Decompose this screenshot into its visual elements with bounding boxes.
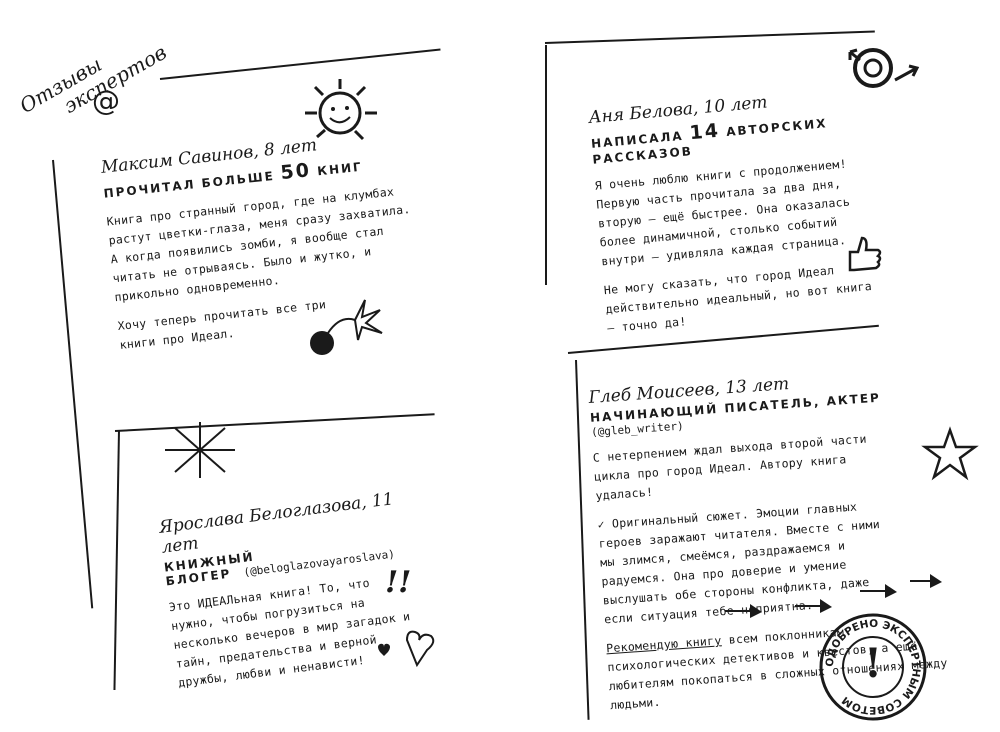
bomb-icon <box>310 299 383 355</box>
at-icon: @ <box>92 84 120 117</box>
frame-line <box>544 30 875 44</box>
stamp-center: ! <box>864 640 882 687</box>
frame-line <box>545 45 547 285</box>
stamp-circle-icon: ОДОБРЕНО ЭКСПЕРТНЫМ СОВЕТОМ <box>819 613 927 721</box>
underlined-text: Рекомендую книгу <box>605 633 722 656</box>
arrows-decoration-icon <box>725 574 942 618</box>
section-heading: Отзывы экспертов <box>16 22 171 136</box>
exclamation-mark: !! <box>385 565 412 600</box>
review-text: Я очень люблю книги с продолжением! Перв… <box>594 156 851 269</box>
sun-icon <box>305 79 377 141</box>
frame-line <box>113 429 120 690</box>
review-text: ✓ Оригинальный сюжет. Эмоции главных гер… <box>597 495 904 630</box>
role-text: книг <box>316 159 364 179</box>
approval-stamp: ОДОБРЕНО ЭКСПЕРТНЫМ СОВЕТОМ ! <box>818 612 928 722</box>
role-number: 50 <box>279 159 313 185</box>
role-number: 14 <box>688 119 721 145</box>
frame-line <box>52 159 94 609</box>
heart-icon <box>378 630 435 668</box>
frame-line <box>575 359 590 720</box>
review-text-body: Оригинальный сюжет. Эмоции главных герое… <box>598 499 881 627</box>
sparkle-icon <box>165 422 235 478</box>
arrows-icon <box>848 48 920 88</box>
review-text: Не могу сказать, что город Идеал действи… <box>603 263 873 336</box>
check-icon: ✓ <box>597 517 606 532</box>
review-text: С нетерпением ждал выхода второй части ц… <box>592 431 868 503</box>
star-icon <box>921 426 979 481</box>
review-card: Аня Белова, 10 лет написала 14 авторских… <box>588 84 887 339</box>
review-text: Книга про странный город, где на клумбах… <box>105 184 412 305</box>
review-card: Максим Савинов, 8 лет прочитал больше 50… <box>100 126 429 355</box>
thumbs-up-icon <box>848 236 882 272</box>
